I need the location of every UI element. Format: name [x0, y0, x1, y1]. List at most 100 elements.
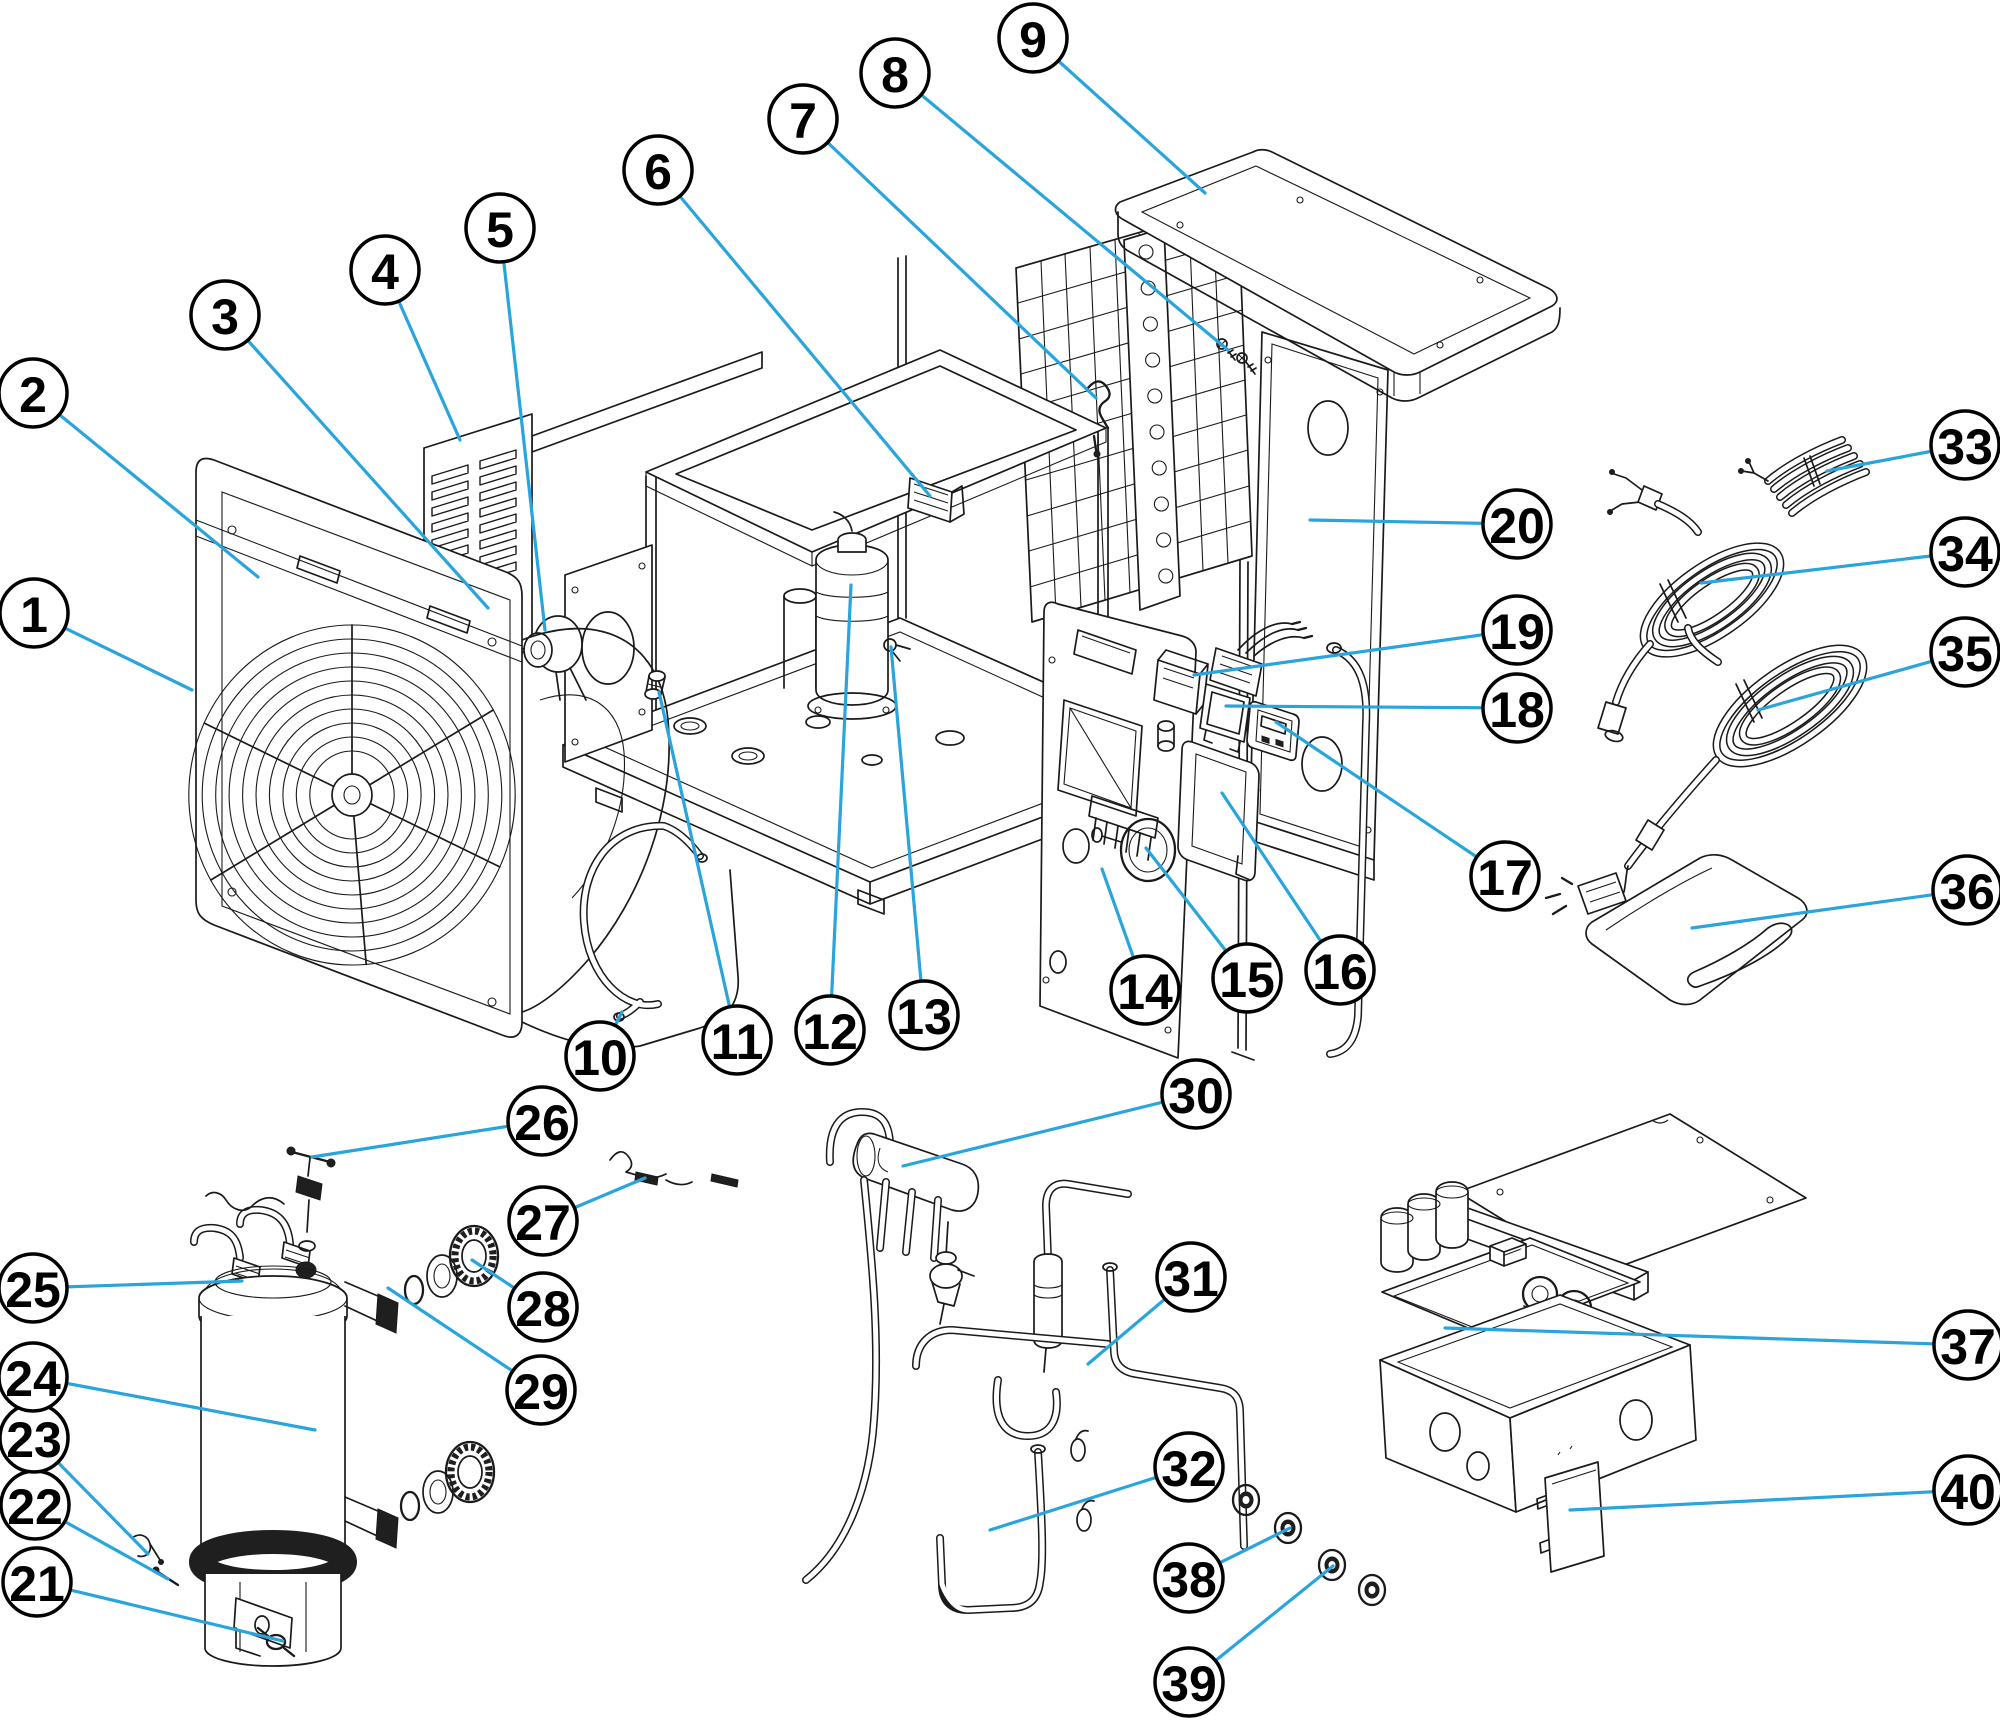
- callout-5[interactable]: 5: [464, 192, 536, 264]
- callout-circle-15[interactable]: [1211, 942, 1283, 1014]
- callout-25[interactable]: 25: [0, 1252, 69, 1324]
- callout-22[interactable]: 22: [0, 1469, 71, 1541]
- callout-33[interactable]: 33: [1929, 409, 2000, 481]
- callout-circle-10[interactable]: [564, 1020, 636, 1092]
- callout-circle-29[interactable]: [505, 1354, 577, 1426]
- callout-32[interactable]: 32: [1153, 1431, 1225, 1503]
- callout-20[interactable]: 20: [1481, 488, 1553, 560]
- callout-circle-8[interactable]: [859, 37, 931, 109]
- callout-circle-34[interactable]: [1929, 516, 2000, 588]
- callout-circle-28[interactable]: [507, 1271, 579, 1343]
- callout-circle-18[interactable]: [1481, 672, 1553, 744]
- electrical-box-assembly: [1231, 1113, 1807, 1607]
- callout-circle-13[interactable]: [888, 979, 960, 1051]
- callout-circle-21[interactable]: [1, 1546, 73, 1618]
- callout-37[interactable]: 37: [1932, 1309, 2000, 1381]
- callout-circle-26[interactable]: [506, 1085, 578, 1157]
- callout-circle-5[interactable]: [464, 192, 536, 264]
- callout-30[interactable]: 30: [1160, 1058, 1232, 1130]
- leader-line-17: [1274, 720, 1507, 878]
- callout-15[interactable]: 15: [1211, 942, 1283, 1014]
- callout-circle-24[interactable]: [0, 1341, 69, 1413]
- callout-circle-11[interactable]: [701, 1004, 773, 1076]
- callout-number-9: 9: [1019, 12, 1047, 68]
- callout-17[interactable]: 17: [1469, 840, 1541, 912]
- callout-circle-27[interactable]: [507, 1185, 579, 1257]
- callout-circle-37[interactable]: [1932, 1309, 2000, 1381]
- handle-recess: [1073, 629, 1137, 675]
- callout-9[interactable]: 9: [997, 2, 1069, 74]
- callout-number-13: 13: [896, 989, 952, 1045]
- callout-circle-7[interactable]: [767, 83, 839, 155]
- leader-line-12: [828, 583, 853, 1032]
- cable-gland: [1157, 720, 1175, 752]
- callout-circle-39[interactable]: [1153, 1646, 1225, 1718]
- callout-circle-32[interactable]: [1153, 1431, 1225, 1503]
- callout-16[interactable]: 16: [1304, 934, 1376, 1006]
- service-valve: [929, 1221, 975, 1325]
- callout-4[interactable]: 4: [349, 234, 421, 306]
- callout-27[interactable]: 27: [507, 1185, 579, 1257]
- callout-circle-20[interactable]: [1481, 488, 1553, 560]
- sensor-bulbs: [1070, 1429, 1095, 1532]
- callout-circle-12[interactable]: [794, 994, 866, 1066]
- callout-6[interactable]: 6: [622, 134, 694, 206]
- callout-36[interactable]: 36: [1931, 854, 2000, 926]
- callout-11[interactable]: 11: [701, 1004, 773, 1076]
- callout-circle-40[interactable]: [1932, 1454, 2000, 1526]
- callout-34[interactable]: 34: [1929, 516, 2000, 588]
- callout-circle-4[interactable]: [349, 234, 421, 306]
- leader-line-18: [1224, 704, 1519, 710]
- callout-circle-19[interactable]: [1481, 594, 1553, 666]
- callout-14[interactable]: 14: [1109, 954, 1181, 1026]
- callout-number-26: 26: [514, 1095, 570, 1151]
- evaporator-fin-strip: [1123, 227, 1181, 611]
- compressor: [783, 511, 911, 720]
- callout-12[interactable]: 12: [794, 994, 866, 1066]
- callout-circle-9[interactable]: [997, 2, 1069, 74]
- callout-circle-6[interactable]: [622, 134, 694, 206]
- callout-3[interactable]: 3: [189, 279, 261, 351]
- callout-40[interactable]: 40: [1932, 1454, 2000, 1526]
- callout-18[interactable]: 18: [1481, 672, 1553, 744]
- callout-28[interactable]: 28: [507, 1271, 579, 1343]
- callout-number-23: 23: [6, 1412, 62, 1468]
- callout-number-31: 31: [1163, 1251, 1219, 1307]
- callout-2[interactable]: 2: [0, 357, 69, 429]
- callout-circle-33[interactable]: [1929, 409, 2000, 481]
- callout-number-18: 18: [1489, 682, 1545, 738]
- callout-29[interactable]: 29: [505, 1354, 577, 1426]
- callout-number-16: 16: [1312, 944, 1368, 1000]
- callout-circle-16[interactable]: [1304, 934, 1376, 1006]
- callout-39[interactable]: 39: [1153, 1646, 1225, 1718]
- callout-circle-30[interactable]: [1160, 1058, 1232, 1130]
- callout-circle-35[interactable]: [1929, 616, 2000, 688]
- callout-26[interactable]: 26: [506, 1085, 578, 1157]
- callout-circle-2[interactable]: [0, 357, 69, 429]
- callout-7[interactable]: 7: [767, 83, 839, 155]
- callout-35[interactable]: 35: [1929, 616, 2000, 688]
- callout-circle-3[interactable]: [189, 279, 261, 351]
- callout-21[interactable]: 21: [1, 1546, 73, 1618]
- leader-line-2: [31, 391, 260, 579]
- callout-8[interactable]: 8: [859, 37, 931, 109]
- callout-number-29: 29: [513, 1364, 569, 1420]
- callout-circle-1[interactable]: [0, 577, 70, 649]
- callout-circle-36[interactable]: [1931, 854, 2000, 926]
- callout-31[interactable]: 31: [1155, 1241, 1227, 1313]
- callout-13[interactable]: 13: [888, 979, 960, 1051]
- fan-grille: [188, 624, 516, 966]
- callout-circle-25[interactable]: [0, 1252, 69, 1324]
- callout-circle-14[interactable]: [1109, 954, 1181, 1026]
- callout-circle-31[interactable]: [1155, 1241, 1227, 1313]
- callout-38[interactable]: 38: [1153, 1542, 1225, 1614]
- callout-10[interactable]: 10: [564, 1020, 636, 1092]
- callout-24[interactable]: 24: [0, 1341, 69, 1413]
- callout-number-33: 33: [1937, 419, 1993, 475]
- callout-23[interactable]: 23: [0, 1402, 70, 1474]
- callout-19[interactable]: 19: [1481, 594, 1553, 666]
- callout-circle-38[interactable]: [1153, 1542, 1225, 1614]
- callout-1[interactable]: 1: [0, 577, 70, 649]
- callout-circle-17[interactable]: [1469, 840, 1541, 912]
- leader-line-8: [893, 71, 1230, 352]
